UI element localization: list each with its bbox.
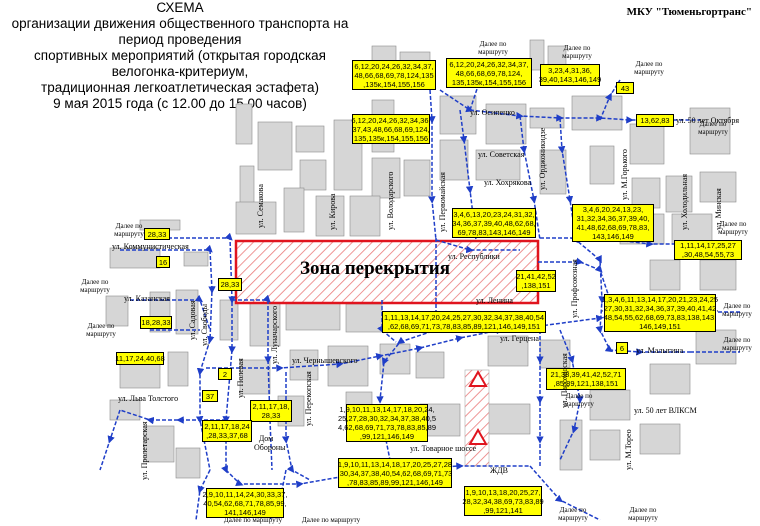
street-label: ул. Перекопская (304, 371, 313, 426)
route-box: 6,12,20,24,26,32,34,36, 37,43,48,66,68,6… (351, 114, 431, 144)
route-box: 1,11,13,14,17,20,24,25,27,30,32,34,37,38… (382, 311, 546, 333)
route-continuation-note: Далее по маршруту (223, 516, 283, 524)
route-box: 18,28,33 (140, 316, 172, 329)
street-label: ул. Чернышевского (292, 356, 358, 365)
title-line-2: организации движения общественного транс… (11, 16, 349, 47)
street-label: ул. Коммунистическая (112, 242, 189, 251)
route-continuation-note: Далее по маршруту (114, 222, 144, 238)
closure-zone-label: Зона перекрытия (300, 258, 451, 279)
route-continuation-note: Далее по маршруту (564, 392, 594, 408)
street-label: ул. М.Горького (620, 149, 629, 200)
street-label: ул. Профсоюзная (570, 259, 579, 318)
route-continuation-note: Далее по маршруту (634, 60, 664, 76)
route-box: 1,11,14,17,25,27 ,30,48,54,55,73 (674, 240, 742, 260)
route-box: 2 (218, 368, 232, 380)
route-box: 37 (202, 390, 218, 402)
title-line-3: спортивных мероприятий (открытая городск… (34, 48, 326, 79)
street-label: ул. Льва Толстого (118, 394, 179, 403)
route-box: 6,12,20,24,26,32,34,37, 48,66,68,69,78,1… (446, 58, 532, 88)
street-label: ул. Ленина (476, 296, 513, 305)
route-box: 1,3,4,6,11,13,14,17,20,21,23,24,25 ,27,3… (601, 294, 719, 332)
route-box: 2,9,10,11,14,24,30,33,37, 40,54,62,68,71… (202, 488, 288, 518)
street-label: ул. Орджоникидзе (538, 127, 547, 190)
route-continuation-note: Далее по маршруту (722, 336, 752, 352)
street-label: ул. Осипенко (470, 108, 515, 117)
street-label: ул. Полевая (236, 358, 245, 398)
street-label: ул. Казанская (124, 294, 170, 303)
route-continuation-note: Далее по маршруту (301, 516, 361, 524)
warning-signs (468, 369, 488, 445)
street-label: ул. Хохрякова (484, 178, 532, 187)
street-label: ул. Холодильная (680, 173, 689, 230)
route-continuation-note: Далее по маршруту (698, 120, 728, 136)
route-continuation-note: Далее по маршруту (558, 506, 588, 522)
route-continuation-note: Далее по маршруту (86, 322, 116, 338)
route-box: 28,33 (218, 278, 242, 291)
route-box: 21,41,42,52 ,138,151 (516, 270, 556, 292)
street-label: ул. Володарского (386, 171, 395, 230)
route-box: 6 (616, 342, 628, 354)
street-label: ул. Товарное шоссе (410, 444, 477, 453)
street-label: ул. Семакова (256, 184, 265, 228)
street-label: ул. Луначарского (270, 305, 279, 364)
route-box: 43 (616, 82, 634, 94)
organization-name: МКУ "Тюменьгортранс" (626, 6, 752, 18)
route-continuation-note: Далее по маршруту (718, 220, 748, 236)
street-label: ул. Малыгина (636, 346, 684, 355)
route-continuation-note: Далее по маршруту (722, 302, 752, 318)
route-continuation-note: Далее по маршруту (628, 506, 658, 522)
street-label: ул. Свободы (200, 304, 209, 346)
route-box: 28,33 (144, 228, 170, 240)
route-continuation-note: Далее по маршруту (562, 44, 592, 60)
street-label: ул. 50 лет ВЛКСМ (634, 406, 697, 415)
route-continuation-note: Далее по маршруту (478, 40, 508, 56)
map-title: СХЕМА организации движения общественного… (0, 0, 360, 112)
street-label: ул. Кирова (328, 193, 337, 230)
street-label: ул. Пролетарская (140, 421, 149, 480)
route-box: 3,4,6,20,24,13,23, 31,32,34,36,37,39,40,… (572, 204, 654, 242)
route-box: 1,9,10,11,13,14,18,17,20,25,27,28 ,30,34… (337, 458, 453, 488)
route-box: 2,11,17,18, 28,33 (250, 400, 292, 422)
title-line-1: СХЕМА (156, 0, 204, 15)
route-box: 3,4,6,13,20,23,24,31,32, 34,36,37,39,40,… (452, 208, 536, 238)
route-continuation-note: Далее по маршруту (80, 278, 110, 294)
street-label: ул. Советская (478, 150, 525, 159)
title-line-4: традиционная легкоатлетическая эстафета) (41, 80, 319, 95)
street-label: ул. Герцена (500, 334, 539, 343)
route-box: 2,11,17,18,24 ,28,33,37,68 (202, 420, 252, 442)
route-box: 11,17,24,40,68 (115, 352, 165, 365)
street-label: ул. М.Торео (624, 429, 633, 470)
street-label: ул. 50 лет Октября (676, 116, 740, 125)
route-box: 1,9,10,11,13,14,17,18,20,24, 25,27,28,30… (338, 404, 437, 442)
route-box: 6,12,20,24,26,32,34,37, 48,66,68,69,78,1… (352, 60, 436, 90)
street-label: ул. Первомайская (438, 172, 447, 232)
street-label: ул. Республики (448, 252, 500, 261)
route-box: 13,62,83 (636, 114, 674, 127)
landmark-label: Дом Обороны (254, 434, 286, 452)
route-box: 16 (156, 256, 170, 268)
street-label: ЖДВ (490, 466, 508, 475)
route-box: 3,23,4,31,36, 39,40,143,146,149 (538, 64, 602, 86)
street-label: ул. Садовая (188, 300, 197, 341)
route-box: 21,38,39,41,42,52,71 ,85,89,121,138,151 (546, 368, 626, 390)
route-box: 1,9,10,13,18,20,25,27, 28,32,34,38,69,73… (462, 486, 544, 516)
